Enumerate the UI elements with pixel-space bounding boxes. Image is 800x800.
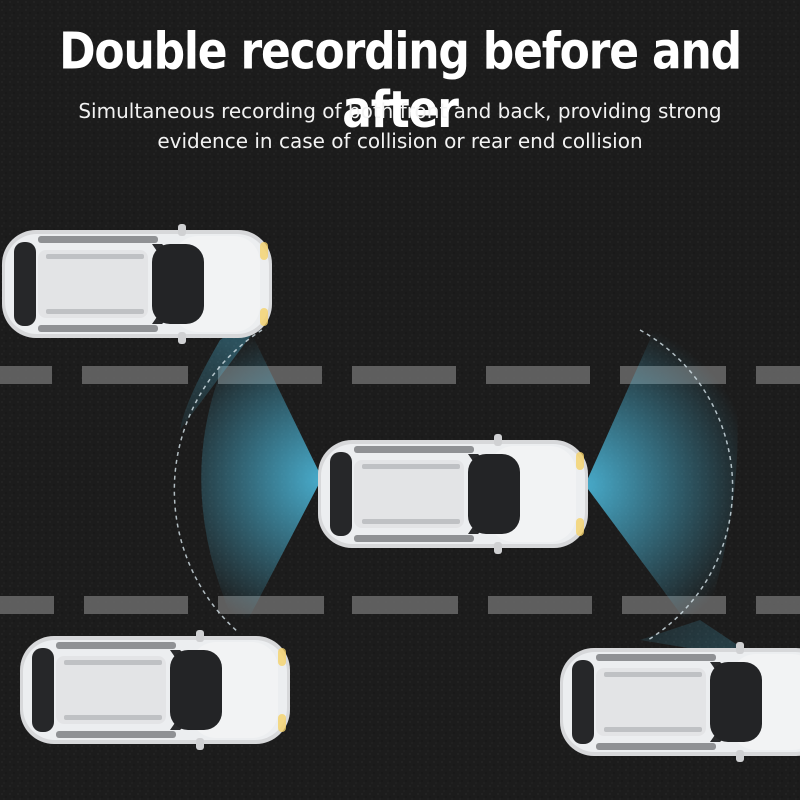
headline-subtitle: Simultaneous recording of both front and… bbox=[78, 99, 722, 153]
headline-title: Double recording before and after bbox=[59, 22, 742, 140]
car-center-recording bbox=[318, 434, 588, 554]
front-camera-beam bbox=[585, 250, 738, 640]
car-top-left bbox=[2, 224, 272, 344]
car-bottom-right bbox=[560, 642, 800, 762]
rear-coverage-arc bbox=[173, 329, 263, 633]
rear-camera-beam bbox=[201, 320, 322, 635]
car-bottom-left bbox=[20, 630, 290, 750]
front-coverage-arc bbox=[639, 329, 734, 641]
